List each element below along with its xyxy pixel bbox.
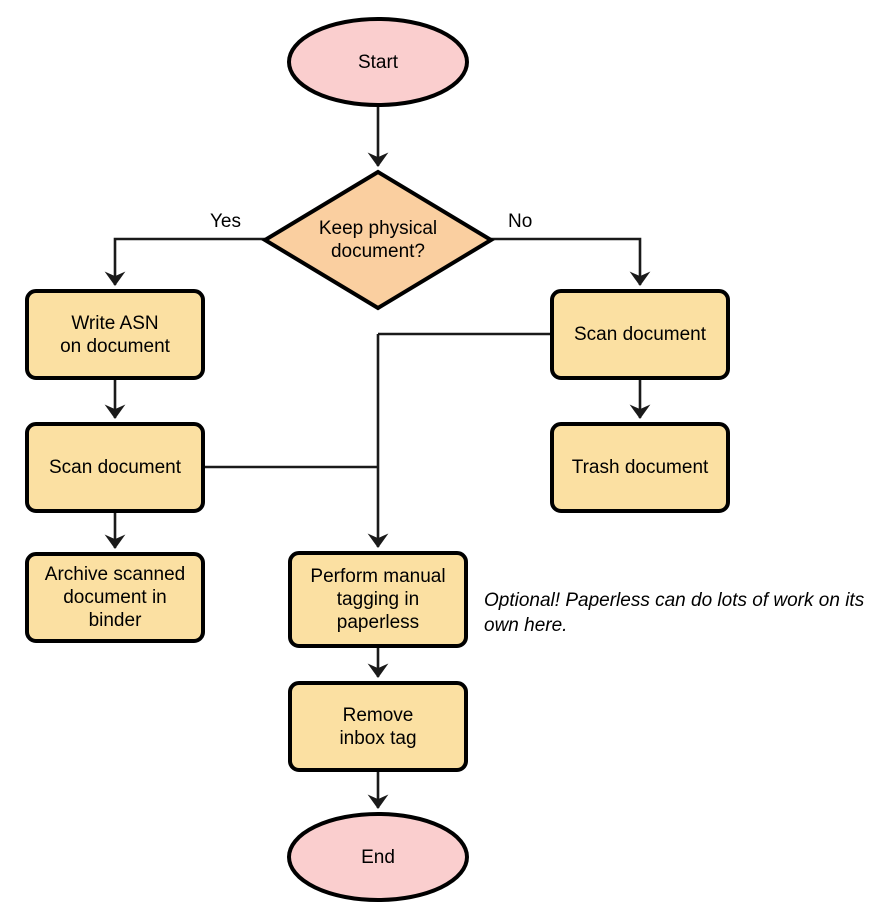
node-end[interactable] — [287, 812, 469, 902]
node-archive-scanned-document[interactable] — [25, 552, 205, 643]
node-scan-document-left[interactable] — [25, 422, 205, 513]
node-write-asn[interactable] — [25, 289, 205, 380]
node-start[interactable] — [287, 17, 469, 107]
node-decision-keep-physical[interactable] — [261, 169, 495, 311]
optional-note: Optional! Paperless can do lots of work … — [484, 590, 865, 636]
node-trash-document[interactable] — [550, 422, 730, 513]
node-scan-document-right[interactable] — [550, 289, 730, 380]
edge-label-no: No — [508, 211, 533, 232]
edge-decision-no — [491, 237, 651, 287]
node-perform-manual-tagging[interactable] — [288, 551, 468, 648]
edge-decision-yes — [104, 237, 265, 287]
connector-layer — [104, 105, 651, 810]
edge-label-yes: Yes — [210, 211, 241, 232]
node-remove-inbox-tag[interactable] — [288, 681, 468, 772]
